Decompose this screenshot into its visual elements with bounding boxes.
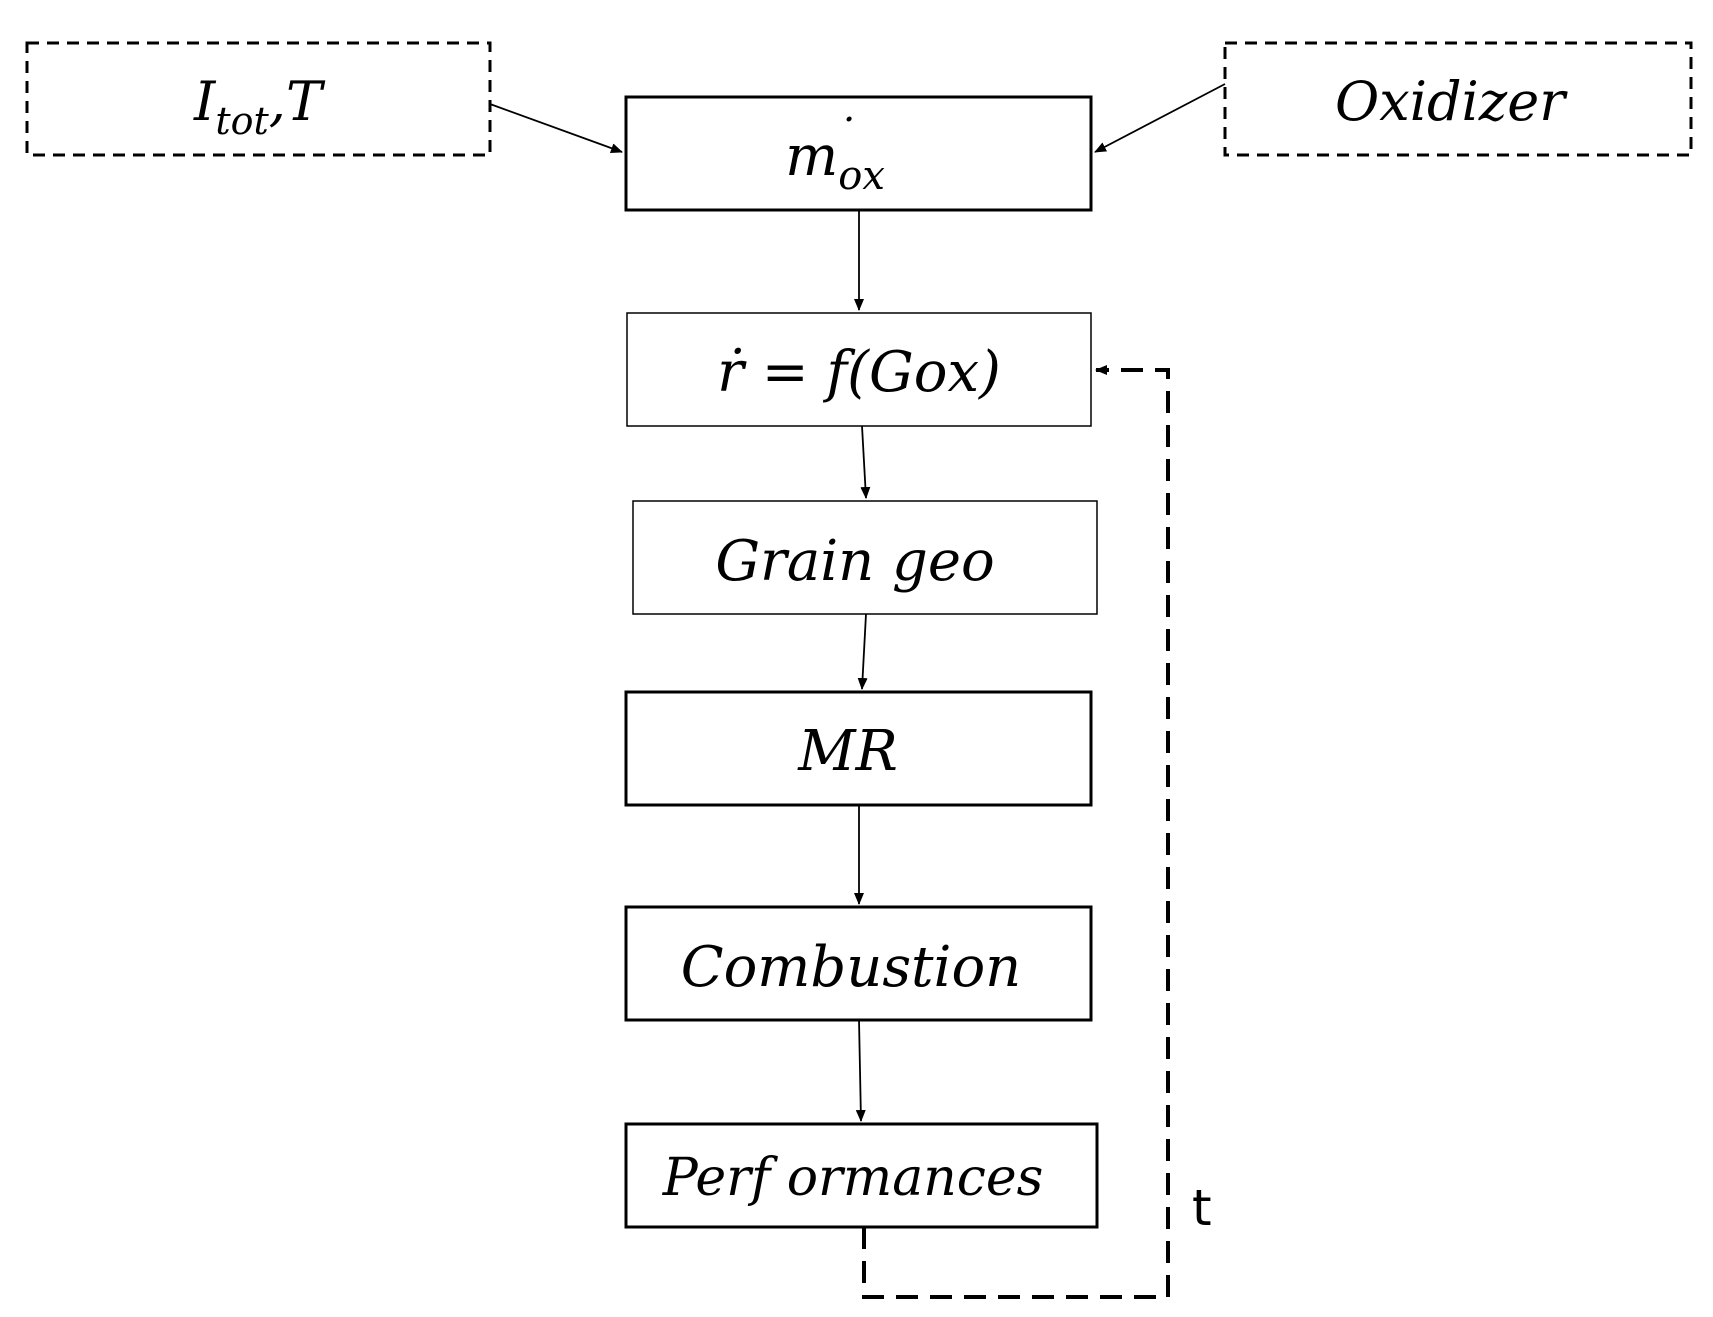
node-grain-geometry: Grain geo (632, 500, 1098, 615)
regression-label: ṙ = f(Gox) (717, 340, 1001, 405)
input-box-current-temperature: Itot,T (25, 41, 492, 157)
arrow-combustion-to-performances (855, 1019, 866, 1122)
input-box-oxidizer: Oxidizer (1223, 41, 1693, 157)
svg-text:mox: mox (785, 124, 885, 199)
arrow-grain-to-mixture (857, 613, 868, 690)
node-combustion: Combustion (624, 905, 1093, 1022)
performances-label: Perf ormances (662, 1148, 1044, 1208)
combustion-label: Combustion (681, 935, 1022, 1000)
mass-flow-symbol: m (785, 124, 838, 189)
arrow-current-to-massflow (489, 103, 623, 153)
mixture-ratio-label: MR (797, 719, 898, 784)
grain-label: Grain geo (715, 529, 994, 594)
node-regression-rate: ṙ = f(Gox) (626, 312, 1092, 427)
node-mixture-ratio: MR (624, 690, 1093, 807)
svg-text:Itot,T: Itot,T (193, 70, 326, 143)
temperature-symbol: ,T (269, 70, 326, 133)
node-mass-flow: mox ˙ (624, 95, 1093, 212)
mass-flow-dot: ˙ (834, 110, 856, 161)
oxidizer-label: Oxidizer (1335, 70, 1568, 133)
node-performances: Perf ormances (624, 1122, 1099, 1229)
feedback-loop-time (862, 365, 1170, 1299)
mass-flow-subscript: ox (838, 153, 885, 199)
arrow-regression-to-grain (860, 425, 871, 499)
arrow-oxidizer-to-massflow (1094, 83, 1226, 153)
loop-time-label: t (1192, 1179, 1212, 1237)
current-symbol: I (193, 70, 217, 133)
current-subscript: tot (215, 99, 269, 143)
